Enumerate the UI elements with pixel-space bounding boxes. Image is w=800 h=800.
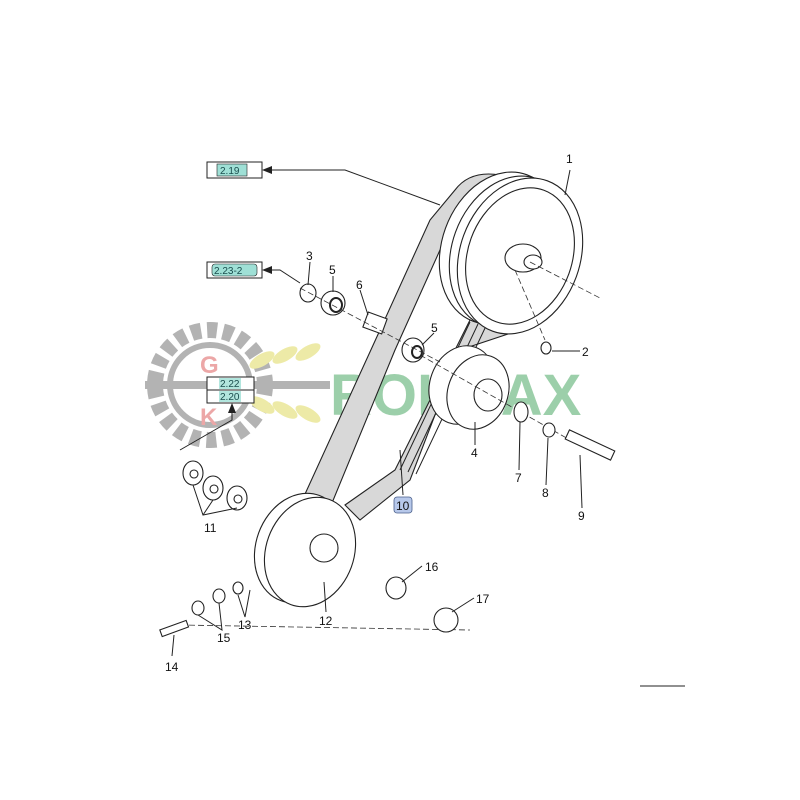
callout-2[interactable]: 2 xyxy=(582,345,589,359)
reference-label: 2.19 xyxy=(220,166,240,177)
callout-1[interactable]: 1 xyxy=(566,152,573,166)
leader-lines xyxy=(171,166,685,687)
idler-pulley-4 xyxy=(419,345,571,441)
watermark-letter-k: K xyxy=(200,404,218,431)
callout-8[interactable]: 8 xyxy=(542,486,549,500)
callout-10-highlight xyxy=(393,496,413,514)
reference-label: 2.20 xyxy=(220,392,240,403)
reference-label: 2.23-2 xyxy=(214,266,243,277)
callout-9[interactable]: 9 xyxy=(578,509,585,523)
callout-5[interactable]: 5 xyxy=(329,263,336,277)
watermark-letter-g: G xyxy=(200,352,219,379)
reference-box-2-19[interactable]: 2.19 xyxy=(206,161,263,179)
reference-box-2-22[interactable]: 2.22 xyxy=(206,376,255,391)
callout-10[interactable]: 10 xyxy=(396,499,410,513)
callout-15[interactable]: 15 xyxy=(217,631,231,645)
wheat-icon xyxy=(249,343,321,423)
callout-6[interactable]: 6 xyxy=(356,278,363,292)
hardware xyxy=(159,341,616,638)
callout-11[interactable]: 11 xyxy=(204,521,217,535)
bushings-bearings xyxy=(299,283,441,363)
callout-3[interactable]: 3 xyxy=(306,249,313,263)
callout-5b[interactable]: 5 xyxy=(431,321,438,335)
callout-numbers: 1 2 3 5 6 5 4 7 8 9 10 11 12 13 14 15 16… xyxy=(165,152,589,674)
callout-7[interactable]: 7 xyxy=(515,471,522,485)
pulley-1 xyxy=(438,171,601,341)
callout-16[interactable]: 16 xyxy=(425,560,439,574)
callout-12[interactable]: 12 xyxy=(319,614,333,628)
pulley-12 xyxy=(179,492,471,631)
reference-box-2-23-2[interactable]: 2.23-2 xyxy=(206,261,263,279)
reference-label: 2.22 xyxy=(220,379,240,390)
callout-14[interactable]: 14 xyxy=(165,660,179,674)
callout-4[interactable]: 4 xyxy=(471,446,478,460)
callout-17[interactable]: 17 xyxy=(476,592,490,606)
callout-13[interactable]: 13 xyxy=(238,618,252,632)
reference-box-2-20[interactable]: 2.20 xyxy=(206,389,255,404)
